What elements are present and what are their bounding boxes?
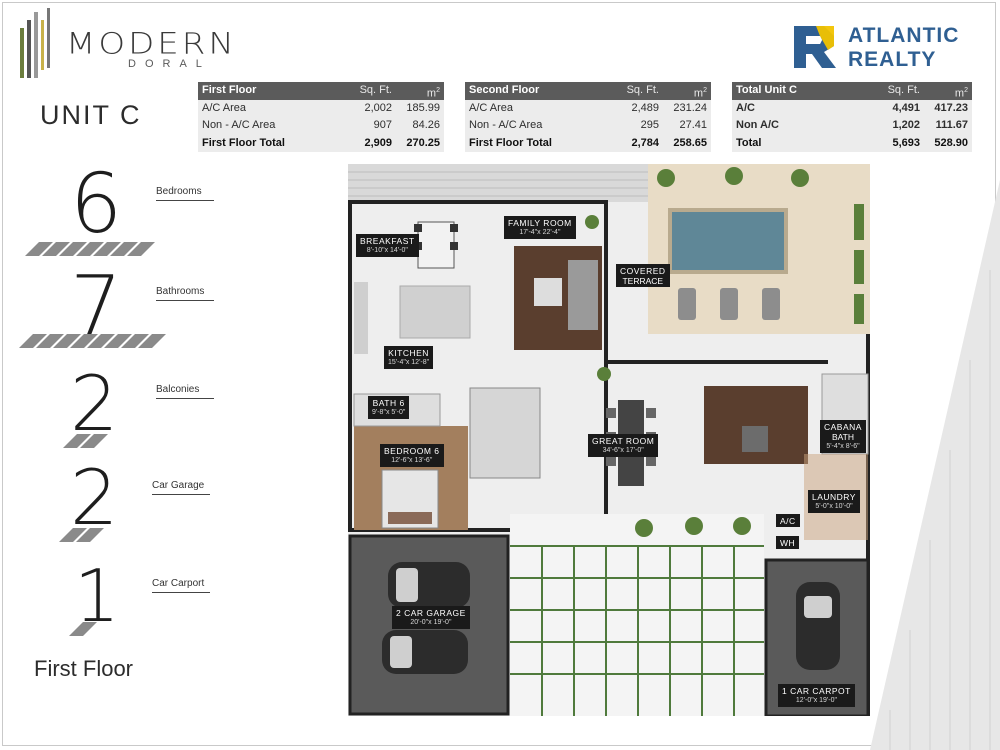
floor-label: First Floor (34, 656, 133, 681)
room-label-wh: WH (776, 536, 800, 549)
decorative-stripes (870, 180, 1000, 750)
brand-line-1: ATLANTIC (848, 24, 960, 47)
balconies-label: Balconies (156, 384, 214, 399)
modern-doral-logo: MODERN DORAL (18, 6, 234, 86)
table-header: Total Unit C Sq. Ft. m2 (732, 82, 972, 100)
logo-subtitle: DORAL (128, 58, 211, 70)
realty-r-icon (794, 26, 836, 68)
unit-title: UNIT C (40, 100, 142, 130)
car-garage-count: 2 (70, 453, 119, 542)
table-header: Second Floor Sq. Ft. m2 (465, 82, 711, 100)
bedrooms-label: Bedrooms (156, 186, 214, 201)
bedrooms-bar (25, 242, 155, 256)
bathrooms-count: 7 (70, 259, 123, 354)
balconies-count: 2 (70, 359, 119, 448)
room-label-ac: A/C (776, 514, 800, 527)
bedrooms-count: 6 (70, 157, 123, 252)
logo-word: MODERN (66, 27, 237, 61)
car-carport-bar (69, 622, 97, 636)
brand-line-2: REALTY (848, 48, 937, 71)
table-header: First Floor Sq. Ft. m2 (198, 82, 444, 100)
car-garage-bar (59, 528, 104, 542)
bathrooms-bar (19, 334, 166, 348)
logo-stripes-icon (20, 8, 50, 78)
car-carport-label: Car Carport (152, 578, 210, 593)
car-carport-count: 1 (74, 554, 120, 638)
bathrooms-label: Bathrooms (156, 286, 214, 301)
atlantic-realty-logo: ATLANTIC REALTY (790, 22, 990, 72)
brand-name: ATLANTIC REALTY (848, 24, 959, 72)
balconies-bar (63, 434, 108, 448)
car-garage-label: Car Garage (152, 480, 210, 495)
